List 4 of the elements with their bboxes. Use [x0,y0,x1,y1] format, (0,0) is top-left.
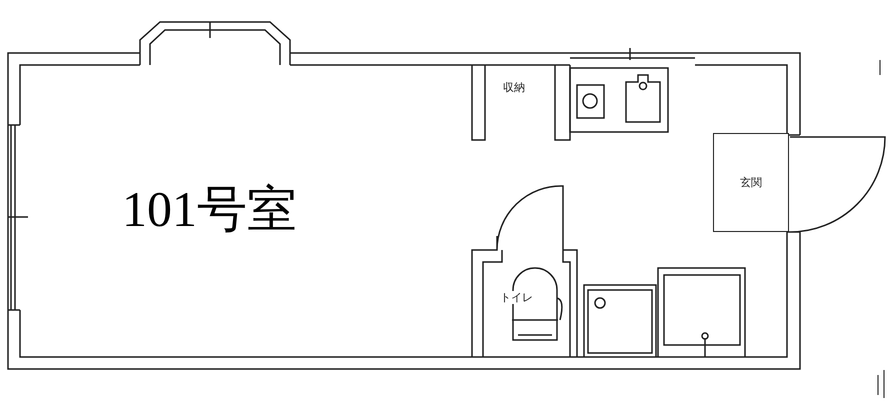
room-label: 収納 [503,82,525,93]
entrance-box [713,133,789,232]
room-label: 101号室 [122,184,297,234]
room-label: 玄関 [740,177,762,188]
